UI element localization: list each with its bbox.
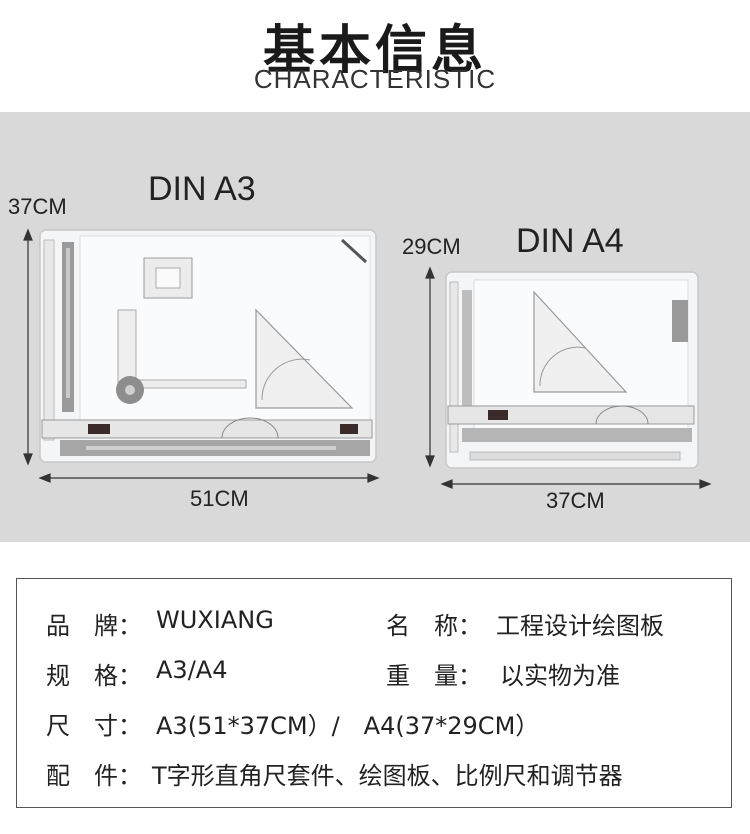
spec-box — [16, 578, 732, 808]
parts-value: T字形直角尺套件、绘图板、比例尺和调节器 — [152, 762, 623, 790]
a3-width-label: 51CM — [190, 486, 249, 511]
a3-board — [39, 229, 377, 463]
parts-key: 配 件： — [46, 762, 142, 790]
a4-board — [445, 271, 699, 469]
a4-height-dimension — [425, 266, 435, 468]
drawing-boards-illustration — [23, 228, 712, 489]
spec-key: 规 格： — [46, 662, 142, 690]
a3-width-dimension — [38, 473, 380, 483]
brand-value: WUXIANG — [156, 606, 274, 634]
page-subtitle: CHARACTERISTIC — [253, 64, 497, 94]
a3-height-dimension — [23, 228, 33, 466]
page-title: 基本信息 — [262, 21, 487, 81]
name-value: 工程设计绘图板 — [496, 612, 664, 640]
a3-model-label: DIN A3 — [148, 170, 256, 208]
a3-height-label: 37CM — [8, 194, 67, 219]
brand-key: 品 牌： — [46, 612, 142, 640]
name-key: 名 称： — [386, 612, 482, 640]
a4-width-label: 37CM — [546, 488, 605, 513]
size-value: A3(51*37CM）/ A4(37*29CM） — [156, 712, 540, 740]
size-key: 尺 寸： — [46, 712, 142, 740]
a4-height-label: 29CM — [402, 234, 461, 259]
a4-model-label: DIN A4 — [516, 222, 624, 260]
a4-width-dimension — [440, 479, 712, 489]
weight-key: 重 量： — [386, 662, 482, 690]
spec-value: A3/A4 — [156, 656, 228, 684]
weight-value: 以实物为准 — [500, 662, 620, 690]
